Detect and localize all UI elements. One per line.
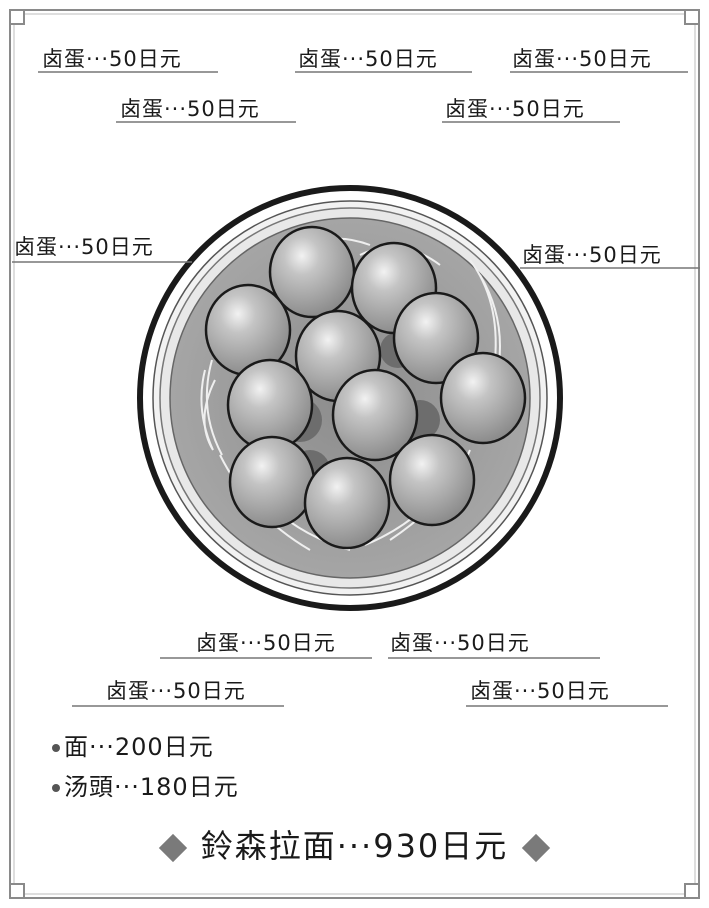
leader-lines	[12, 71, 700, 707]
egg-label: 卤蛋···50日元	[390, 631, 530, 655]
egg	[303, 456, 391, 550]
total-price: 鈴森拉面···930日元	[0, 826, 709, 866]
egg-label: 卤蛋···50日元	[522, 243, 662, 267]
egg	[388, 433, 476, 527]
egg-label: 卤蛋···50日元	[298, 47, 438, 71]
menu-item-noodles: 面···200日元	[52, 732, 214, 762]
eggs	[204, 225, 527, 550]
frame-border	[9, 9, 700, 899]
egg	[228, 435, 316, 529]
egg	[439, 351, 527, 445]
egg	[392, 291, 480, 385]
egg-label: 卤蛋···50日元	[196, 631, 336, 655]
diamond-icon	[158, 833, 187, 863]
egg-label: 卤蛋···50日元	[512, 47, 652, 71]
egg-label: 卤蛋···50日元	[14, 235, 154, 259]
egg	[331, 368, 419, 462]
egg-label: 卤蛋···50日元	[445, 97, 585, 121]
egg-label: 卤蛋···50日元	[470, 679, 610, 703]
egg-label: 卤蛋···50日元	[120, 97, 260, 121]
menu-item-soup: 汤頭···180日元	[52, 772, 239, 802]
egg-label: 卤蛋···50日元	[42, 47, 182, 71]
bullet-icon	[52, 784, 60, 792]
egg-label: 卤蛋···50日元	[106, 679, 246, 703]
diamond-icon	[522, 833, 551, 863]
bullet-icon	[52, 744, 60, 752]
total-text: 鈴森拉面···930日元	[200, 827, 509, 865]
